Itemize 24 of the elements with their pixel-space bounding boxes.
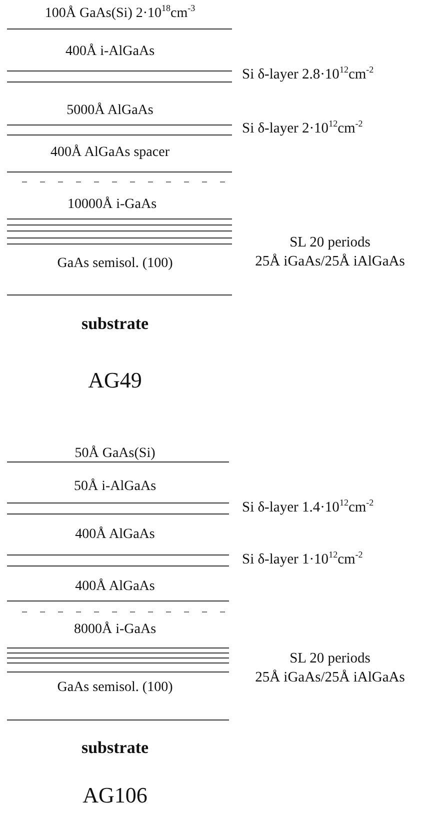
- annotation: SL 20 periods: [290, 650, 370, 668]
- sample-name: AG49: [88, 367, 142, 393]
- layer-label: 400Å AlGaAs spacer: [50, 144, 170, 162]
- layer-label: GaAs semisol. (100): [57, 680, 173, 696]
- annotation: 25Å iGaAs/25Å iAlGaAs: [255, 670, 405, 686]
- layer-label: 100Å GaAs(Si) 2·10$^{18}$cm$^{-3}$: [44, 6, 196, 22]
- layer-label: 400Å AlGaAs: [75, 578, 155, 596]
- layer-label: 50Å GaAs(Si): [74, 446, 156, 462]
- substrate-label: substrate: [81, 314, 149, 334]
- annotation: Si δ-layer 1·10$^{12}$cm$^{-2}$: [242, 552, 363, 568]
- annotation: 25Å iGaAs/25Å iAlGaAs: [255, 254, 405, 270]
- layer-label: GaAs semisol. (100): [57, 256, 173, 272]
- layer-label: 8000Å i-GaAs: [74, 622, 156, 638]
- annotation: SL 20 periods: [290, 234, 370, 252]
- sample-name: AG106: [82, 782, 148, 808]
- annotation: Si δ-layer 2.8·10$^{12}$cm$^{-2}$: [242, 66, 374, 84]
- layer-label: 5000Å AlGaAs: [66, 102, 154, 120]
- layer-label: 400Å AlGaAs: [75, 526, 155, 544]
- layer-label: 50Å i-AlGaAs: [74, 478, 156, 496]
- annotation: Si δ-layer 1.4·10$^{12}$cm$^{-2}$: [242, 500, 374, 516]
- layer-label: 10000Å i-GaAs: [67, 196, 157, 214]
- annotation: Si δ-layer 2·10$^{12}$cm$^{-2}$: [242, 120, 363, 138]
- substrate-label: substrate: [81, 738, 149, 758]
- layer-label: 400Å i-AlGaAs: [65, 44, 155, 60]
